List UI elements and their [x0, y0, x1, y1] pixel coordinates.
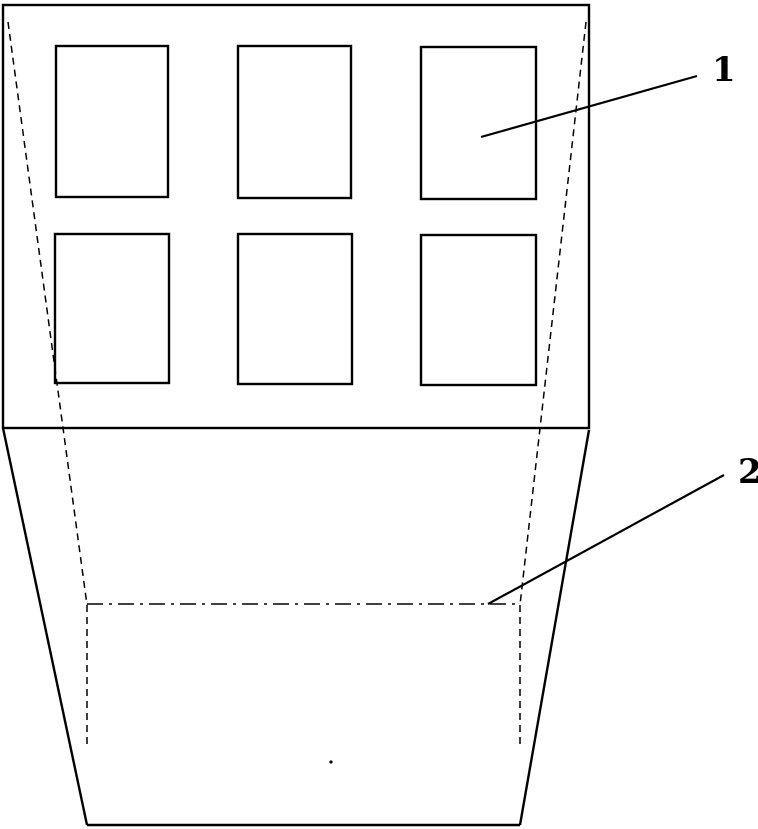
opening-top-left [54, 44, 170, 199]
leader-line-1 [480, 74, 698, 139]
leader-lines [480, 74, 725, 605]
lower-body-right-edge [518, 429, 591, 826]
callout-label-2: 2 [738, 452, 758, 492]
opening-bottom-left [53, 232, 171, 385]
opening-top-middle [236, 44, 353, 200]
opening-bottom-right [419, 233, 538, 387]
center-dot [329, 760, 333, 764]
leader-line-2 [487, 474, 725, 605]
callout-label-1: 1 [712, 50, 736, 90]
hidden-line-right-taper [519, 21, 587, 606]
upper-panel-outline [1, 3, 591, 430]
hidden-lines [7, 21, 587, 745]
hidden-line-left-taper [7, 21, 88, 606]
lower-body [1, 427, 591, 827]
opening-bottom-middle [236, 232, 354, 386]
opening-top-right [419, 45, 538, 201]
lower-body-left-edge [1, 427, 89, 826]
upper-panel [1, 3, 591, 430]
